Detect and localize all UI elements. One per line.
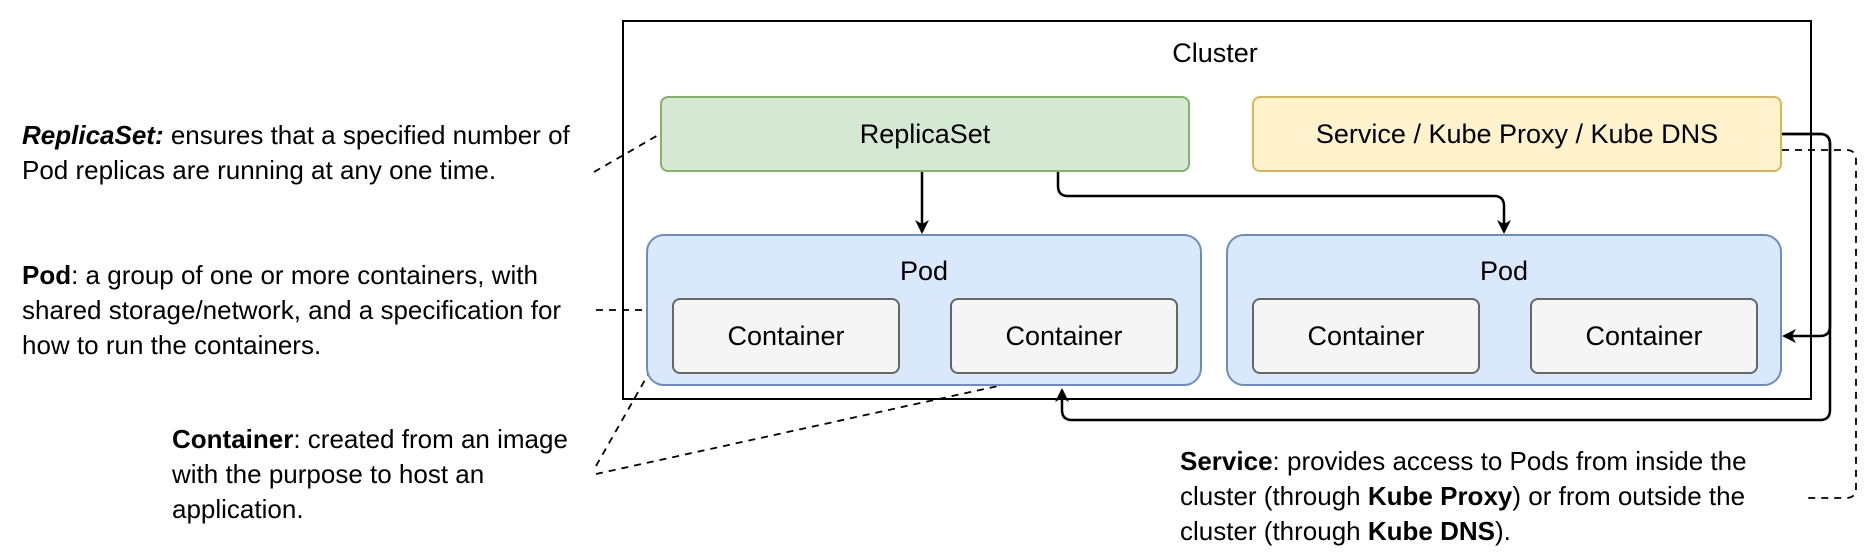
pod-note: Pod: a group of one or more containers, … (22, 258, 612, 363)
pod-box: Pod Container Container (1226, 234, 1782, 386)
arrow-replicaset-pod2 (1056, 172, 1511, 234)
arrow-service-pod1 (1055, 132, 1832, 422)
service-note-term: Service (1180, 446, 1273, 476)
replicaset-box: ReplicaSet (660, 96, 1190, 172)
service-note-dns: Kube DNS (1367, 516, 1495, 546)
container-note-text: : created from an image with the purpose… (172, 424, 568, 524)
pod-note-term: Pod (22, 260, 72, 290)
service-box: Service / Kube Proxy / Kube DNS (1252, 96, 1782, 172)
container-box: Container (1252, 298, 1480, 374)
dashed-line-service-note (1782, 149, 1857, 499)
container-box: Container (1530, 298, 1758, 374)
container-box: Container (950, 298, 1178, 374)
service-note-text3: ). (1495, 516, 1511, 546)
cluster-box (622, 20, 1812, 400)
container-note-term: Container (172, 424, 294, 454)
service-note-proxy: Kube Proxy (1367, 481, 1513, 511)
container-note: Container: created from an image with th… (172, 422, 602, 527)
service-note-text1: : provides access to Pods from inside th… (1180, 446, 1747, 511)
service-note: Service: provides access to Pods from in… (1180, 444, 1810, 549)
cluster-title: Cluster (1172, 38, 1258, 68)
container-box: Container (672, 298, 900, 374)
dashed-line-container-note-2 (595, 371, 1063, 475)
replicaset-note-colon: : (154, 120, 164, 150)
replicaset-note-text: ensures that a specified number of Pod r… (22, 120, 570, 185)
replicaset-note-term: ReplicaSet (22, 120, 155, 150)
pod-note-text: : a group of one or more containers, wit… (22, 260, 562, 360)
replicaset-note: ReplicaSet: ensures that a specified num… (22, 118, 612, 188)
pod-title: Pod (1479, 256, 1529, 286)
pod-box: Pod Container Container (646, 234, 1202, 386)
pod-title: Pod (899, 256, 949, 286)
service-note-text2: ) or from outside the cluster (through (1180, 481, 1746, 546)
